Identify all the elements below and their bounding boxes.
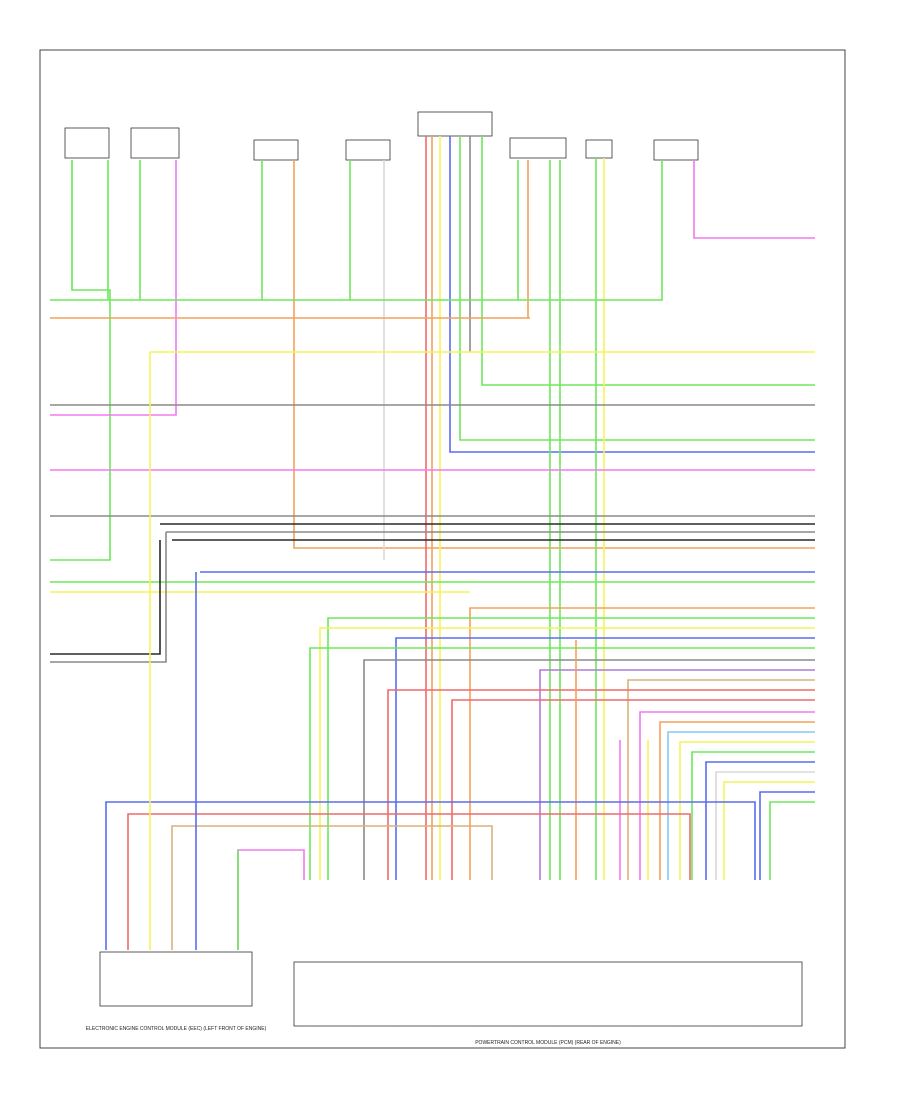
left-module-box	[99, 951, 253, 1007]
wire	[50, 532, 167, 663]
component-box	[253, 139, 299, 161]
wire	[539, 669, 815, 880]
wire	[50, 160, 663, 301]
component-box	[417, 111, 493, 137]
wires-lower-left	[105, 352, 756, 950]
bottom-modules	[99, 951, 803, 1027]
wire	[627, 679, 815, 880]
top-components	[64, 111, 699, 161]
component-box	[585, 139, 613, 159]
wire	[469, 607, 815, 880]
wire	[105, 801, 756, 950]
wire	[449, 136, 815, 453]
left-module-caption: ELECTRONIC ENGINE CONTROL MODULE (EEC) (…	[86, 1026, 267, 1032]
wires-top	[50, 136, 815, 880]
wire	[715, 771, 815, 880]
wires-right-harness	[309, 607, 815, 880]
wire	[127, 813, 691, 950]
wire	[309, 647, 815, 880]
wire	[363, 659, 815, 880]
wire	[237, 849, 305, 950]
component-box	[130, 127, 180, 159]
wire	[387, 689, 815, 880]
wire	[693, 160, 815, 239]
wire	[50, 160, 111, 561]
wire	[759, 791, 815, 880]
component-box	[64, 127, 110, 159]
wire	[451, 699, 815, 880]
wire	[667, 731, 815, 880]
right-module-caption: POWERTRAIN CONTROL MODULE (PCM) (REAR OF…	[475, 1040, 621, 1046]
wire	[395, 637, 815, 880]
wire	[705, 761, 815, 880]
wire	[639, 711, 815, 880]
wire	[679, 741, 815, 880]
wire	[171, 825, 493, 950]
wire	[659, 721, 815, 880]
wire	[319, 627, 815, 880]
wire	[293, 160, 815, 549]
wire	[691, 751, 815, 880]
wire	[459, 136, 815, 441]
component-box	[509, 137, 567, 159]
wire	[50, 160, 177, 416]
wire	[327, 617, 815, 880]
right-module-box	[293, 961, 803, 1027]
wires-horizontal	[50, 317, 815, 663]
component-box	[345, 139, 391, 161]
wire	[723, 781, 815, 880]
wire	[769, 801, 815, 880]
component-box	[653, 139, 699, 161]
wire	[50, 540, 161, 655]
wire	[481, 136, 815, 386]
diagram-border	[39, 49, 846, 1049]
